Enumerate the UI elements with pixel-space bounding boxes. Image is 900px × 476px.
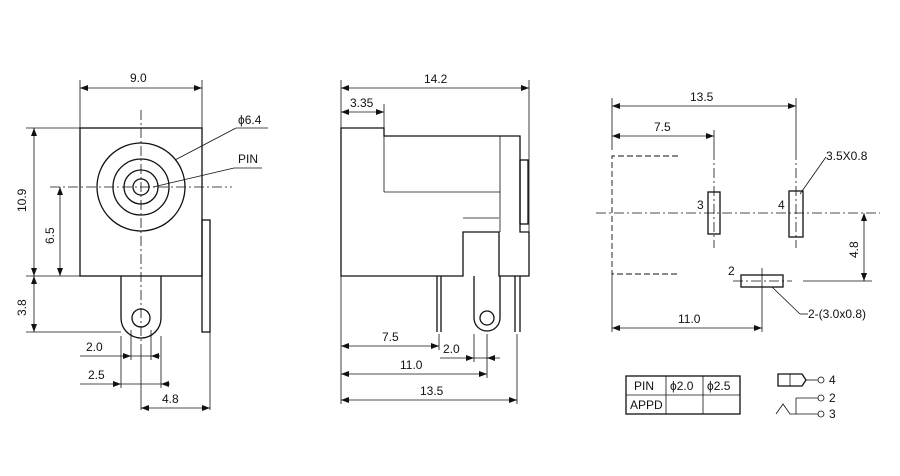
front-bottom-pin	[120, 276, 162, 339]
dim-pin-offset-label: 2.5	[88, 368, 105, 382]
schematic-terminal-3	[817, 410, 825, 418]
jack-schematic: 4 2 3	[775, 373, 836, 421]
label-pad-4-size: 3.5X0.8	[826, 149, 868, 163]
dim-side-pin-offset-label: 4.8	[162, 392, 179, 406]
table-header-pin: PIN	[634, 379, 654, 393]
label-pin: PIN	[238, 152, 258, 166]
label-outer-diameter: ϕ6.4	[238, 113, 262, 127]
pad-2-label: 2	[728, 264, 735, 278]
dim-side-7-5-label: 7.5	[382, 330, 399, 344]
pad-4	[788, 190, 804, 238]
pad-4-label: 4	[778, 198, 785, 212]
dim-front-step-label: 3.35	[350, 96, 374, 110]
side-rear-lip	[519, 159, 529, 225]
dim-total-height-label: 10.9	[15, 188, 29, 212]
side-pin-mid	[473, 276, 501, 332]
side-body-outline	[340, 127, 530, 277]
dim-pad-spacing-v-label: 4.8	[847, 241, 861, 258]
side-pin-mid-hole	[479, 310, 495, 326]
front-side-tab	[201, 219, 211, 333]
dim-side-11-0-label: 11.0	[400, 358, 423, 372]
side-view: 14.2 3.35 7.5 2.0 11.0 13.5	[340, 72, 530, 404]
dim-side-13-5-label: 13.5	[420, 384, 444, 398]
dim-center-height-label: 6.5	[43, 227, 57, 244]
table-row-appd: APPD	[630, 398, 663, 412]
dim-pcb-total-label: 13.5	[690, 90, 714, 104]
pcb-layout-view: 3 4 2 13.5 7.5 3.5X0.8 4.8 11.0 2-(3.	[596, 90, 880, 332]
schematic-plug	[777, 373, 807, 387]
label-pad-2-size: 2-(3.0x0.8)	[808, 307, 866, 321]
dim-tab-height-label: 3.8	[15, 299, 29, 316]
dim-width-label: 9.0	[130, 71, 147, 85]
schematic-terminal-4	[817, 376, 825, 384]
pad-3	[707, 191, 721, 235]
leader-pad-2-size	[771, 286, 801, 315]
table-header-phi-2-5: ϕ2.5	[707, 379, 731, 393]
dim-side-2-0-label: 2.0	[443, 342, 460, 356]
dim-pad-3-pos-label: 7.5	[654, 120, 671, 134]
schematic-pin-2-label: 2	[829, 391, 836, 405]
dim-pin-spacing-label: 2.0	[86, 340, 103, 354]
schematic-terminal-2	[817, 394, 825, 402]
pin-table: PIN ϕ2.0 ϕ2.5 APPD	[625, 375, 741, 415]
pcb-body-outline-dashed	[611, 155, 678, 275]
schematic-pin-3-label: 3	[829, 407, 836, 421]
dim-length-label: 14.2	[424, 72, 448, 86]
pad-3-label: 3	[697, 198, 704, 212]
front-view: 9.0 10.9 6.5 3.8 ϕ6.4 PIN	[15, 71, 268, 411]
table-header-phi-2-0: ϕ2.0	[670, 379, 694, 393]
leader-outer-diameter	[174, 127, 237, 161]
dim-pad-2-pos-label: 11.0	[678, 312, 701, 326]
schematic-pin-4-label: 4	[829, 373, 836, 387]
schematic-switch-contact	[775, 403, 818, 415]
leader-pad-4-size	[799, 156, 827, 195]
leader-pin	[152, 167, 235, 188]
